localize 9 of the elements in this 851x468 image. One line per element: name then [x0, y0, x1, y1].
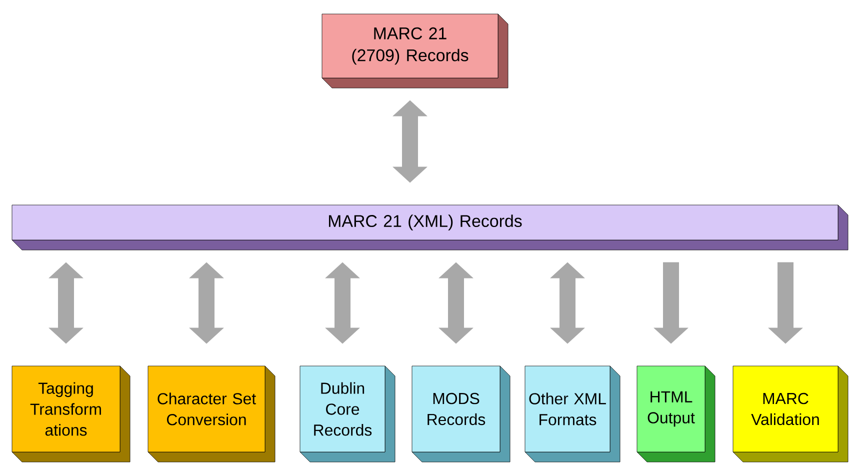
record-box: MODS Records: [412, 366, 510, 462]
record-box: Tagging Transform ations: [12, 366, 130, 462]
record-box: Dublin Core Records: [300, 366, 396, 462]
record-box: MARC 21 (XML) Records: [12, 204, 848, 250]
record-box: MARC 21 (2709) Records: [322, 14, 508, 88]
record-box: MARC Validation: [732, 366, 848, 462]
record-box: Character Set Conversion: [148, 366, 276, 462]
record-box: HTML Output: [636, 366, 716, 462]
record-box: Other XML Formats: [524, 366, 620, 462]
